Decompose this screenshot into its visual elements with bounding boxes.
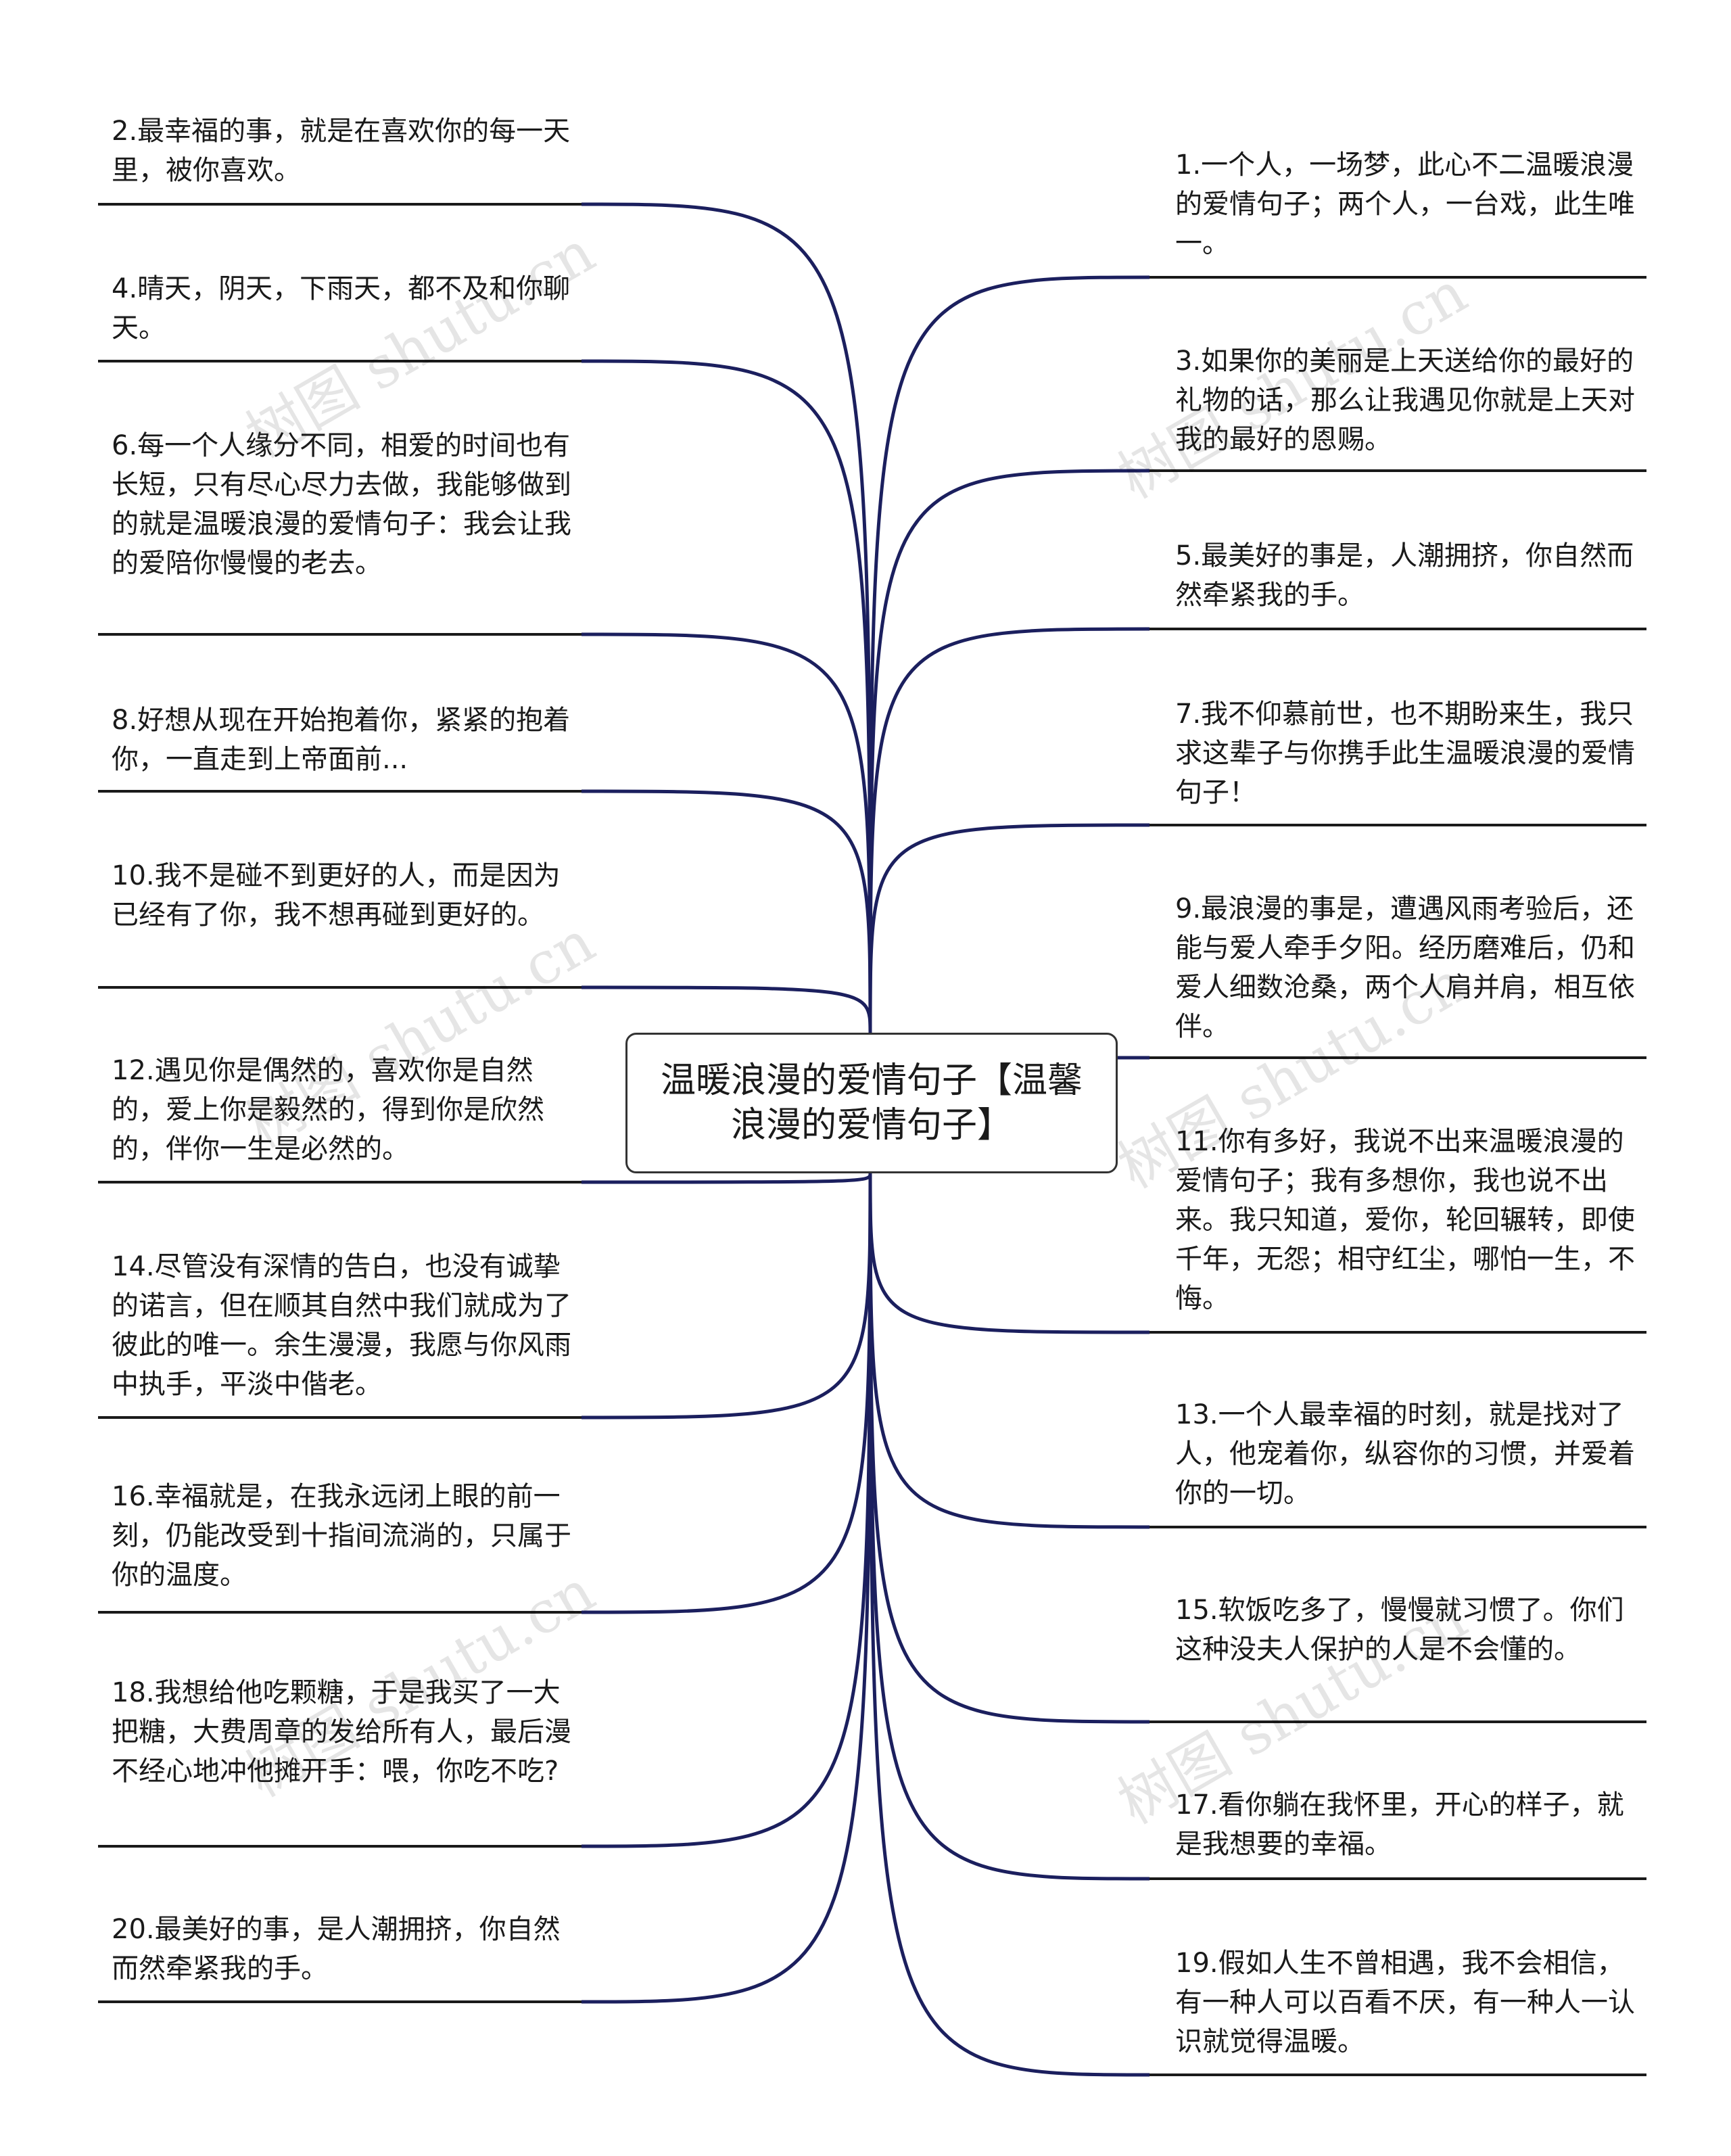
right-topic-6[interactable]: 11.你有多好，我说不出来温暖浪漫的爱情句子；我有多想你，我也说不出来。我只知道… — [1175, 1126, 1635, 1314]
branch-connector — [868, 1173, 1150, 1724]
right-topic-3[interactable]: 5.最美好的事是，人潮拥挤，你自然而然牵紧我的手。 — [1175, 540, 1634, 611]
right-topic-10[interactable]: 19.假如人生不曾相遇，我不会相信，有一种人可以百看不厌，有一种人一认识就觉得温… — [1175, 1948, 1635, 2057]
branch-connector — [868, 469, 1150, 1033]
right-topic-1[interactable]: 1.一个人，一场梦，此心不二温暖浪漫的爱情句子；两个人，一台戏，此生唯一。 — [1175, 149, 1635, 259]
left-topic-4[interactable]: 8.好想从现在开始抱着你，紧紧的抱着你，一直走到上帝面前... — [112, 705, 571, 775]
branch-connector — [581, 1173, 872, 1848]
left-topic-5[interactable]: 10.我不是碰不到更好的人，而是因为已经有了你，我不想再碰到更好的。 — [112, 860, 561, 931]
branch-connector — [868, 275, 1150, 1033]
branch-connector — [868, 1173, 1150, 1529]
branch-connector — [581, 985, 872, 1033]
left-topic-6[interactable]: 12.遇见你是偶然的，喜欢你是自然的，爱上你是毅然的，得到你是欣然的，伴你一生是… — [112, 1055, 544, 1165]
central-topic-label: 温暖浪漫的爱情句子【温馨浪漫的爱情句子】 — [660, 1060, 1083, 1146]
right-topic-9[interactable]: 17.看你躺在我怀里，开心的样子，就是我想要的幸福。 — [1175, 1789, 1624, 1860]
central-topic[interactable]: 温暖浪漫的爱情句子【温馨浪漫的爱情句子】 — [625, 1033, 1118, 1173]
branch-connector — [868, 627, 1150, 1033]
left-topic-7[interactable]: 14.尽管没有深情的告白，也没有诚挚的诺言，但在顺其自然中我们就成为了彼此的唯一… — [112, 1251, 571, 1400]
branch-connector — [581, 1173, 872, 1184]
right-topic-4[interactable]: 7.我不仰慕前世，也不期盼来生，我只求这辈子与你携手此生温暖浪漫的爱情句子！ — [1175, 699, 1635, 808]
branch-connector — [868, 1173, 1150, 2077]
left-topic-1[interactable]: 2.最幸福的事，就是在喜欢你的每一天里，被你喜欢。 — [112, 116, 571, 186]
left-topic-10[interactable]: 20.最美好的事，是人潮拥挤，你自然而然牵紧我的手。 — [112, 1914, 561, 1984]
right-topic-2[interactable]: 3.如果你的美丽是上天送给你的最好的礼物的话，那么让我遇见你就是上天对我的最好的… — [1175, 346, 1635, 455]
right-topic-8[interactable]: 15.软饭吃多了，慢慢就习惯了。你们这种没夫人保护的人是不会懂的。 — [1175, 1595, 1624, 1665]
left-topic-8[interactable]: 16.幸福就是，在我永远闭上眼的前一刻，仍能改受到十指间流淌的，只属于你的温度。 — [112, 1481, 571, 1591]
branch-connector — [868, 823, 1150, 1033]
left-topic-3[interactable]: 6.每一个人缘分不同，相爱的时间也有长短，只有尽心尽力去做，我能够做到的就是温暖… — [112, 430, 571, 579]
branch-connector — [581, 632, 872, 1033]
branch-connector — [581, 202, 872, 1033]
branch-connector — [581, 1173, 872, 1420]
left-topic-9[interactable]: 18.我想给他吃颗糖，于是我买了一大把糖，大费周章的发给所有人，最后漫不经心地冲… — [112, 1677, 571, 1787]
right-topic-5[interactable]: 9.最浪漫的事是，遭遇风雨考验后，还能与爱人牵手夕阳。经历磨难后，仍和爱人细数沧… — [1175, 893, 1635, 1042]
branch-connector — [581, 789, 872, 1033]
right-topic-7[interactable]: 13.一个人最幸福的时刻，就是找对了人，他宠着你，纵容你的习惯，并爱着你的一切。 — [1175, 1399, 1635, 1509]
branch-connector — [581, 1173, 872, 2004]
branch-connector — [581, 359, 872, 1033]
left-topic-2[interactable]: 4.晴天，阴天，下雨天，都不及和你聊天。 — [112, 273, 571, 344]
branch-connector — [868, 1173, 1150, 1334]
